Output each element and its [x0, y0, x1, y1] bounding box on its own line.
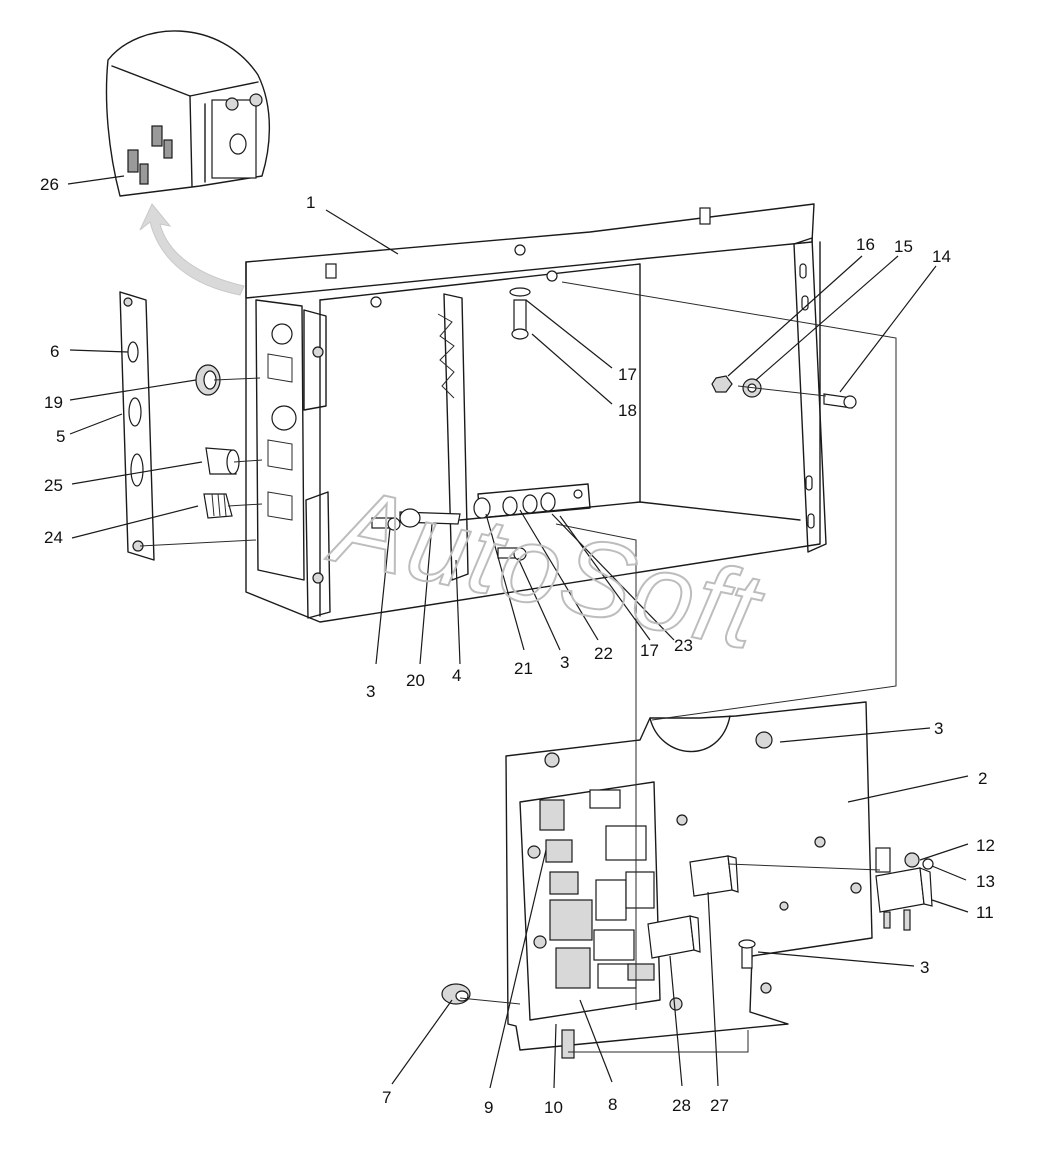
bolt-3-left — [371, 517, 401, 531]
callout-14: 14 — [932, 247, 951, 266]
callout-25: 25 — [44, 476, 63, 495]
callout-21: 21 — [514, 659, 533, 678]
washer-nut-12-13 — [904, 852, 934, 870]
callout-11: 11 — [976, 903, 994, 922]
callout-5: 5 — [56, 427, 65, 446]
relay-28 — [647, 915, 701, 959]
callout-28: 28 — [672, 1096, 691, 1115]
callout-17-bottom: 17 — [640, 641, 659, 660]
callout-16: 16 — [856, 235, 875, 254]
bolt-20 — [399, 508, 461, 528]
assembly-lines — [139, 281, 897, 1053]
callout-6: 6 — [50, 342, 59, 361]
callout-12: 12 — [976, 836, 995, 855]
callout-26: 26 — [40, 175, 59, 194]
callout-10: 10 — [544, 1098, 563, 1117]
callout-17-top: 17 — [618, 365, 637, 384]
callout-3-left: 3 — [366, 682, 375, 701]
callout-1: 1 — [306, 193, 315, 212]
callout-13: 13 — [976, 872, 995, 891]
plug-25 — [205, 447, 240, 475]
detail-arrow — [139, 203, 245, 296]
callout-2: 2 — [978, 769, 987, 788]
callout-18: 18 — [618, 401, 637, 420]
callout-7: 7 — [382, 1088, 391, 1107]
callout-19: 19 — [44, 393, 63, 412]
leader-lines — [67, 175, 969, 1089]
side-panel — [119, 291, 155, 561]
bolt-3-middle — [497, 547, 527, 561]
relay-27 — [689, 855, 739, 897]
callout-9: 9 — [484, 1098, 493, 1117]
circuit-board — [519, 781, 661, 1021]
callout-4: 4 — [452, 666, 461, 685]
callout-24: 24 — [44, 528, 63, 547]
relay-11 — [875, 847, 933, 931]
callout-20: 20 — [406, 671, 425, 690]
callout-3-plate: 3 — [934, 719, 943, 738]
callout-15: 15 — [894, 237, 913, 256]
detail-inset — [105, 30, 271, 197]
callout-27: 27 — [710, 1096, 729, 1115]
callout-3-middle: 3 — [560, 653, 569, 672]
housing-box — [245, 203, 827, 623]
callouts: 1 2 3 3 3 3 4 5 6 7 8 9 10 11 12 13 14 1… — [40, 175, 995, 1117]
clamp-7 — [441, 983, 471, 1005]
mounting-plate — [505, 701, 873, 1059]
callout-23: 23 — [674, 636, 693, 655]
callout-8: 8 — [608, 1095, 617, 1114]
fasteners-14-15-16 — [711, 375, 857, 409]
screw-18 — [509, 287, 531, 340]
bolt-3-lower — [738, 939, 756, 969]
callout-22: 22 — [594, 644, 613, 663]
callout-3-lower: 3 — [920, 958, 929, 977]
connector-24 — [203, 493, 233, 519]
